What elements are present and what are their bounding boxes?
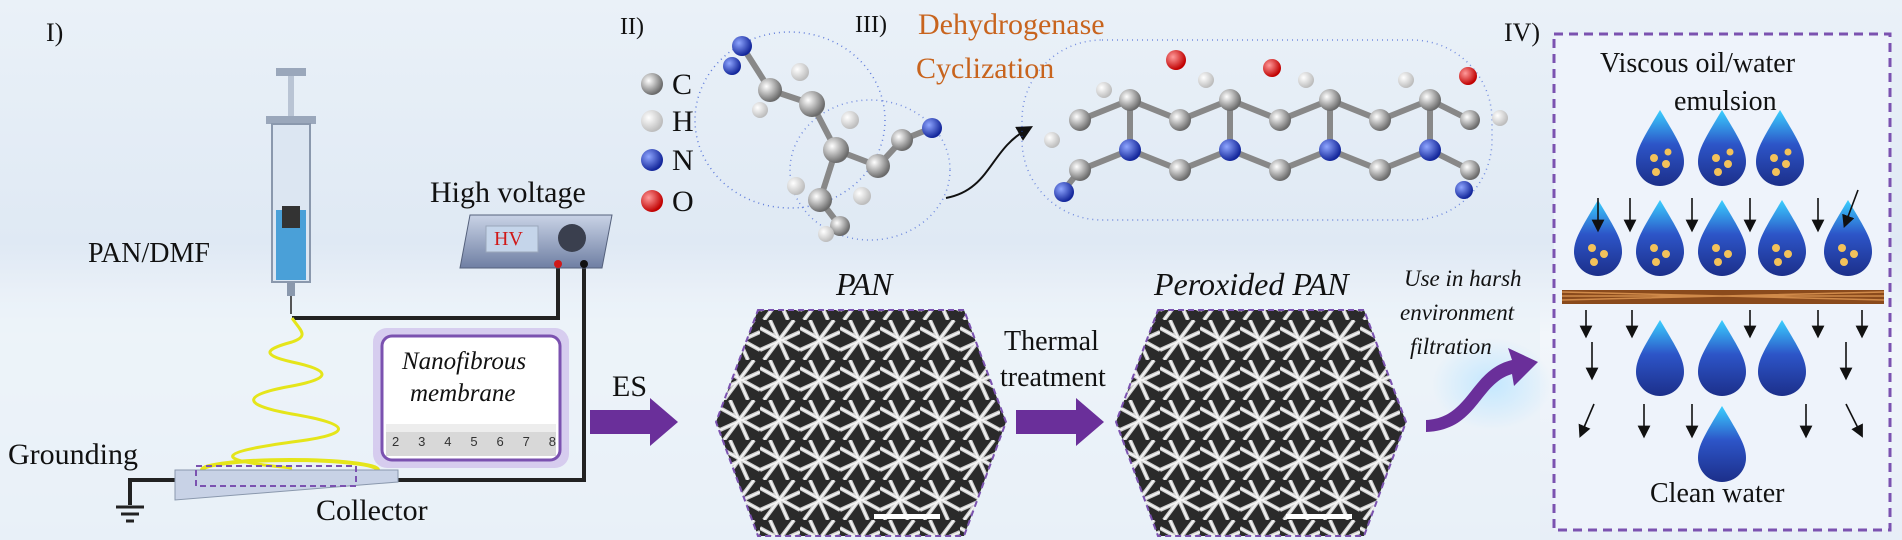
use-label-1: Use in harsh	[1404, 266, 1522, 291]
ruler-number: 8	[548, 434, 556, 449]
ruler-number: 4	[444, 434, 452, 449]
legend-symbol-n: N	[672, 144, 694, 177]
ground-symbol	[116, 505, 144, 523]
thermal-label-1: Thermal	[1004, 326, 1099, 357]
panel-label-4: IV)	[1504, 18, 1541, 47]
high-voltage-label: High voltage	[430, 176, 586, 209]
filter-membrane	[1562, 290, 1884, 304]
hv-label: HV	[494, 228, 523, 250]
panel-label-2: II)	[620, 14, 644, 40]
peroxided-pan-label: Peroxided PAN	[1154, 266, 1349, 302]
pan-dmf-label: PAN/DMF	[88, 238, 210, 269]
membrane-photo	[373, 328, 569, 468]
reaction-label-1: Dehydrogenase	[918, 8, 1105, 41]
thermal-label-2: treatment	[1000, 362, 1106, 393]
fiber-jet	[231, 317, 340, 470]
collector-label: Collector	[316, 494, 428, 527]
ruler-numbers: 2 3 4 5 6 7 8	[392, 434, 556, 449]
ruler-number: 6	[496, 434, 504, 449]
pan-molecule	[694, 31, 951, 242]
legend-symbol-o: O	[672, 185, 694, 218]
emulsion-label-2: emulsion	[1674, 86, 1777, 117]
atom-legend	[641, 73, 663, 212]
panel-label-1: I)	[46, 18, 64, 47]
legend-symbol-c: C	[672, 68, 693, 101]
es-label: ES	[612, 370, 648, 403]
membrane-label-1: Nanofibrous	[402, 348, 527, 375]
high-voltage-box	[459, 214, 613, 269]
pan-label: PAN	[836, 266, 893, 302]
emulsion-droplets	[1574, 110, 1872, 276]
use-arrow	[1426, 348, 1538, 432]
reaction-arrow	[945, 126, 1033, 199]
flow-arrows	[1578, 189, 1869, 439]
membrane-label-2: membrane	[410, 380, 516, 407]
ruler-number: 5	[470, 434, 478, 449]
emulsion-label-1: Viscous oil/water	[1600, 48, 1796, 79]
ruler-number: 2	[392, 434, 400, 449]
ruler-number: 7	[522, 434, 530, 449]
sem-peroxided-pan	[1114, 309, 1408, 537]
syringe	[266, 68, 316, 314]
es-arrow	[590, 398, 678, 446]
reaction-label-2: Cyclization	[916, 52, 1055, 85]
use-label-2: environment	[1400, 300, 1515, 325]
use-label-3: filtration	[1410, 334, 1492, 359]
sem-pan	[714, 309, 1008, 537]
grounding-label: Grounding	[8, 438, 138, 471]
filter-fibers	[1561, 291, 1885, 301]
thermal-arrow	[1016, 398, 1104, 446]
cyclized-molecule	[1021, 39, 1508, 221]
clean-water-label: Clean water	[1650, 478, 1785, 509]
ruler-number: 3	[418, 434, 426, 449]
panel-label-3: III)	[855, 12, 887, 38]
collector-plate	[174, 465, 399, 501]
legend-symbol-h: H	[672, 105, 694, 138]
clean-water-droplets	[1636, 320, 1806, 482]
